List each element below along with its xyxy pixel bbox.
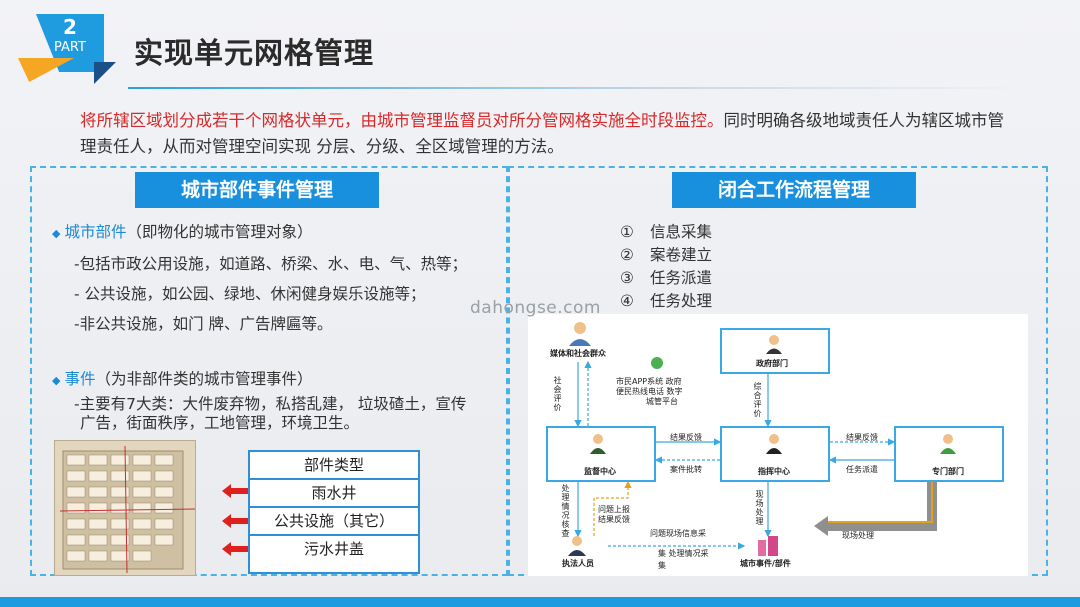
- step-number: ③: [620, 269, 634, 287]
- step-label: 案卷建立: [650, 246, 713, 264]
- intro-rest: 同时明确各级地域责任人为辖区城市管理责任人，从而对管理空间实现 分层、分级、全区…: [80, 111, 1004, 156]
- table-header: 部件类型: [250, 452, 418, 480]
- table-row: 雨水井: [250, 480, 418, 508]
- worker-icon: [940, 434, 956, 454]
- flow-feedback-label: 结果反馈: [846, 433, 878, 442]
- events-line: -主要有7大类：大件废弃物，私搭乱建， 垃圾碴土，宣传: [74, 395, 467, 413]
- step-number: ①: [620, 223, 634, 241]
- badge-accent-dark: [94, 62, 116, 84]
- flow-media-label: 媒体和社会群众: [550, 349, 606, 358]
- phone-icon: [651, 357, 663, 369]
- workflow-step: ② 案卷建立: [620, 244, 712, 266]
- building-icon: [758, 536, 778, 556]
- section-header-workflow: 闭合工作流程管理: [672, 172, 916, 208]
- grid-map-image: [54, 440, 196, 576]
- components-line: - 公共设施，如公园、绿地、休闲健身娱乐设施等；: [74, 285, 426, 303]
- part-number: 2: [63, 15, 77, 39]
- left-panel: [30, 166, 508, 576]
- flow-dept-label: 专门部门: [932, 467, 964, 476]
- table-row: 公共设施（其它）: [250, 508, 418, 536]
- flow-dispatch-label: 任务派遣: [846, 465, 878, 474]
- footer-bar: [0, 597, 1080, 607]
- components-line: -包括市政公用设施，如道路、桥梁、水、电、气、热等；: [74, 255, 468, 273]
- flow-collect-label: 问题现场信息采: [650, 529, 706, 538]
- diamond-bullet-icon: ◆: [52, 227, 61, 240]
- red-arrow-icon: [222, 542, 248, 556]
- intro-highlight: 将所辖区域划分成若干个网格状单元，由城市管理监督员对所分管网格实施全时段监控。: [80, 111, 724, 130]
- flow-event-label: 城市事件/部件: [740, 559, 791, 568]
- events-heading: ◆事件（为非部件类的城市管理事件）: [52, 368, 313, 392]
- section-header-components: 城市部件事件管理: [135, 172, 379, 208]
- page-title: 实现单元网格管理: [134, 36, 375, 70]
- workflow-step: ④ 任务处理: [620, 290, 712, 312]
- flow-command-label: 指挥中心: [758, 467, 790, 476]
- step-label: 任务处理: [650, 292, 713, 310]
- supervisor-icon: [590, 434, 606, 454]
- flow-platform-label: 市民APP系统 政府: [616, 377, 682, 386]
- enforcer-icon: [568, 536, 586, 556]
- grid-map-drawing: [55, 441, 195, 575]
- person-icon: [569, 322, 591, 346]
- events-line: 广告，街面秩序，工地管理，环境卫生。: [80, 414, 360, 432]
- step-number: ④: [620, 292, 634, 310]
- flow-supervision-label: 监督中心: [584, 467, 616, 476]
- flow-platform-label: 便民热线电话 数字: [616, 387, 683, 396]
- flow-onsite-label: 现场处理: [755, 490, 764, 526]
- flow-feedback-label: 结果反馈: [670, 433, 702, 442]
- flow-platform-label: 城管平台: [646, 397, 678, 406]
- part-label: PART: [54, 40, 86, 55]
- flow-case-label: 案件批转: [670, 465, 702, 474]
- components-term: 城市部件: [64, 223, 127, 241]
- step-label: 任务派遣: [650, 269, 713, 287]
- flow-report-label: 结果反馈: [598, 515, 630, 524]
- events-def: （为非部件类的城市管理事件）: [95, 370, 313, 388]
- components-def: （即物化的城市管理对象）: [126, 223, 313, 241]
- red-arrow-icon: [222, 514, 248, 528]
- flow-onsite-arrow-label: 现场处理: [842, 531, 874, 540]
- flow-report-label: 问题上报: [598, 505, 630, 514]
- workflow-step: ③ 任务派遣: [620, 267, 712, 289]
- flow-collect-label: 集: [658, 561, 666, 570]
- component-type-table: 部件类型 雨水井 公共设施（其它） 污水井盖: [248, 450, 420, 574]
- diamond-bullet-icon: ◆: [52, 374, 61, 387]
- red-arrow-icon: [222, 484, 248, 498]
- workflow-connectors: [574, 360, 937, 550]
- flow-social-eval-label: 社会评价: [553, 376, 562, 412]
- commander-icon: [766, 434, 782, 454]
- flow-enforcer-label: 执法人员: [562, 559, 594, 568]
- flow-collect-label: 集 处理情况采: [658, 549, 709, 558]
- intro-paragraph: 将所辖区域划分成若干个网格状单元，由城市管理监督员对所分管网格实施全时段监控。同…: [80, 108, 1020, 160]
- title-divider: [128, 87, 1028, 89]
- components-heading: ◆城市部件（即物化的城市管理对象）: [52, 221, 313, 245]
- workflow-diagram: 媒体和社会群众 市民APP系统 政府 便民热线电话 数字 城管平台 社会评价 政…: [528, 314, 1028, 576]
- table-row: 污水井盖: [303, 540, 364, 558]
- events-term: 事件: [64, 370, 96, 388]
- flow-overall-eval-label: 综合评价: [753, 382, 762, 418]
- step-label: 信息采集: [650, 223, 713, 241]
- watermark: dahongse.com: [470, 298, 601, 318]
- components-line: -非公共设施，如门 牌、广告牌匾等。: [74, 315, 333, 333]
- step-number: ②: [620, 246, 634, 264]
- flow-check-label: 处理情况核查: [561, 484, 570, 538]
- flow-gov-label: 政府部门: [756, 359, 788, 368]
- official-icon: [766, 335, 782, 354]
- workflow-step: ① 信息采集: [620, 221, 712, 243]
